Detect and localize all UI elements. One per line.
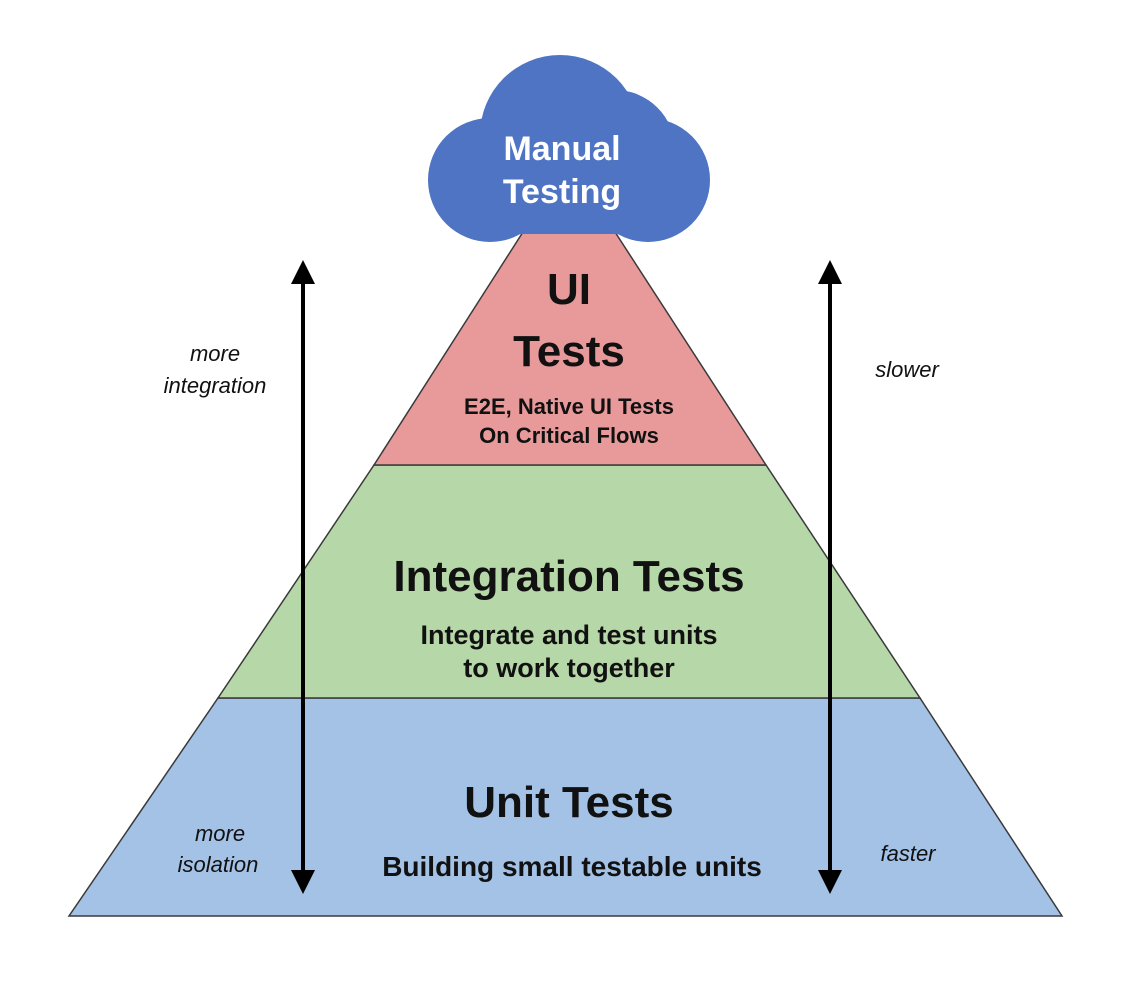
left-axis-bottom-line2: isolation [178,852,259,877]
integration-tests-title: Integration Tests [393,552,744,601]
left-axis-top-line2: integration [164,373,267,398]
cloud-label-line1: Manual [503,130,620,168]
right-axis-top-label: slower [875,357,940,382]
ui-tests-title-line1: UI [547,265,591,314]
right-axis-bottom-label: faster [880,841,937,866]
integration-tests-desc-line2: to work together [463,653,675,683]
cloud-label-line2: Testing [503,173,621,211]
left-axis-top-line1: more [190,341,240,366]
left-axis-bottom-line1: more [195,821,245,846]
manual-testing-cloud [428,55,710,242]
ui-tests-desc-line1: E2E, Native UI Tests [464,394,674,419]
integration-tests-desc-line1: Integrate and test units [420,620,717,650]
ui-tests-desc-line2: On Critical Flows [479,423,659,448]
unit-tests-title: Unit Tests [464,778,673,827]
unit-tests-desc: Building small testable units [382,851,762,882]
ui-tests-title-line2: Tests [513,327,625,376]
